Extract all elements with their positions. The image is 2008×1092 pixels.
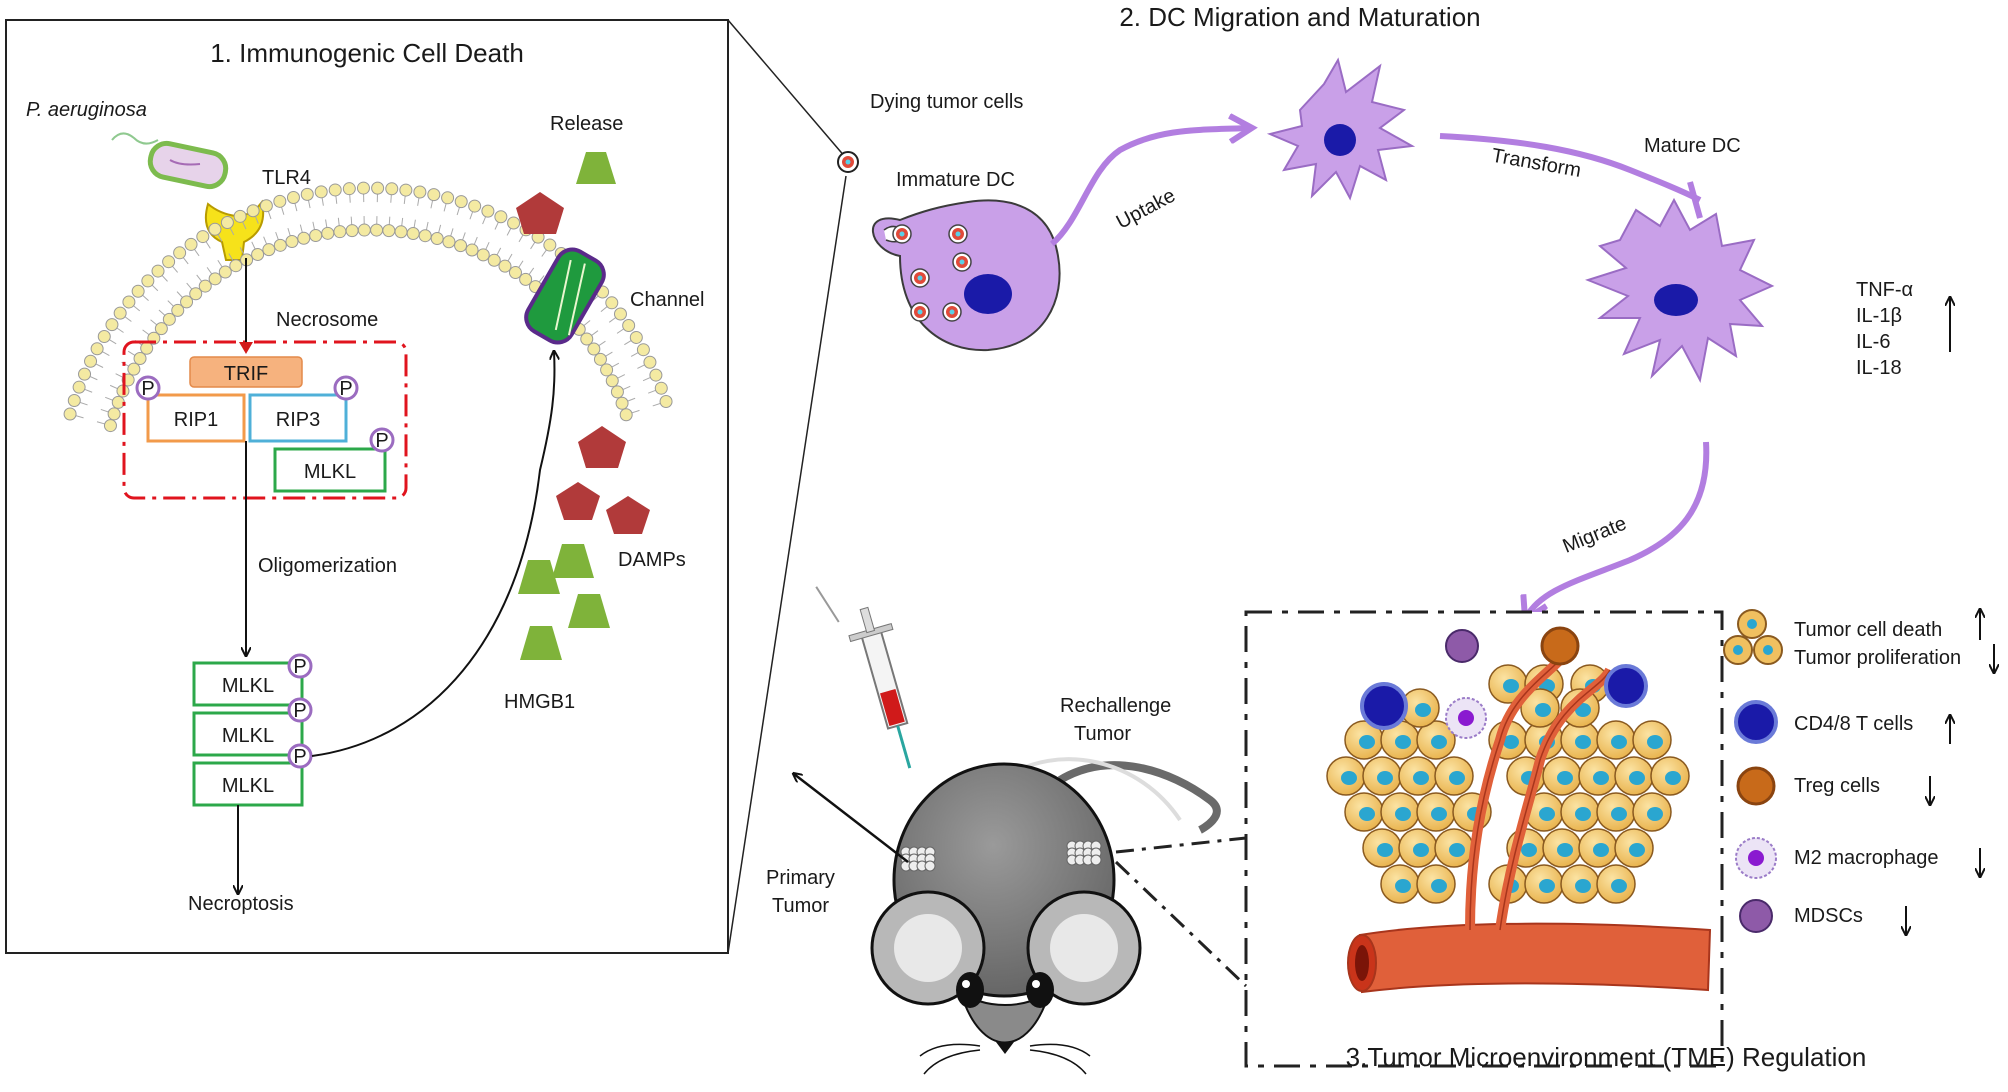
mature-dc-icon [1585,197,1775,383]
immature-dc-label: Immature DC [896,169,1015,191]
immature-dc-icon [871,199,1061,352]
rip3-label: RIP3 [276,409,320,431]
mlkl-necrosome-box [273,447,387,493]
panel3-title: 3.Tumor Microenvironment (TME) Regulatio… [1346,1042,1867,1072]
cell-membrane [63,181,673,433]
tme-immune-cells [1360,626,1648,739]
dc-icon [1266,57,1416,201]
necrosome-box [122,340,408,500]
svg-text:P: P [141,378,154,400]
cytokine-list: TNF-α IL-1β IL-6 IL-18 [1856,279,1913,379]
panel-dc-migration: 2. DC Migration and Maturation Dying tum… [870,2,1950,618]
membrane-channel-icon [524,247,606,345]
rechallenge-label-2: Tumor [1074,723,1131,745]
trif-box [189,356,303,388]
rip1-label: RIP1 [174,409,218,431]
rip1-box [146,393,246,443]
phospho-rip3: P [333,375,359,401]
syringe-icon [815,586,912,769]
legend-tumor-death: Tumor cell death [1794,619,1942,641]
panel1-title: 1. Immunogenic Cell Death [210,38,524,68]
mouse-icon [870,757,1221,1075]
legend-t-cells: CD4/8 T cells [1794,713,1913,735]
legend-m2: M2 macrophage [1794,847,1939,869]
primary-label-2: Tumor [772,895,829,917]
svg-text:P: P [293,746,306,768]
blood-vessel-icon [1347,656,1712,994]
hmgb1-label: HMGB1 [504,691,575,713]
panel2-title: 2. DC Migration and Maturation [1119,2,1480,32]
rip3-box [248,393,348,443]
svg-text:TNF-α: TNF-α [1856,279,1913,301]
mature-dc-label: Mature DC [1644,135,1741,157]
svg-text:P: P [339,378,352,400]
legend-mdsc: MDSCs [1794,905,1863,927]
legend-tumor-cell-icon [1723,609,1783,665]
legend-treg-icon [1736,766,1776,806]
mlkl-oligomer: MLKL MLKL MLKL P P P [192,653,313,807]
oligomerization-label: Oligomerization [258,555,397,577]
dying-cells-label: Dying tumor cells [870,91,1023,113]
svg-text:P: P [293,700,306,722]
phospho-mlkl-necrosome: P [369,427,395,453]
legend-m2-icon [1735,837,1777,879]
tlr4-label: TLR4 [262,167,311,189]
svg-text:P: P [293,656,306,678]
phospho-rip1: P [135,375,161,401]
svg-text:IL-1β: IL-1β [1856,305,1902,327]
hmgb1-icons [518,152,616,660]
svg-text:MLKL: MLKL [222,675,274,697]
dying-tumor-cell-marker [837,151,859,173]
migrate-label: Migrate [1560,512,1630,557]
primary-label-1: Primary [766,867,835,889]
legend-t-cell-icon [1734,700,1778,744]
svg-text:MLKL: MLKL [222,725,274,747]
damps-label: DAMPs [618,549,686,571]
bacterium-icon [111,132,229,190]
channel-label: Channel [630,289,705,311]
panel-tme-regulation: 3.Tumor Microenvironment (TME) Regulatio… [766,586,1994,1075]
uptake-label: Uptake [1113,185,1179,234]
svg-text:MLKL: MLKL [222,775,274,797]
necrosome-label: Necrosome [276,309,378,331]
svg-text:P: P [375,430,388,452]
svg-text:IL-6: IL-6 [1856,331,1890,353]
release-label: Release [550,113,623,135]
panel-immunogenic-cell-death: 1. Immunogenic Cell Death P. aeruginosa … [5,19,729,954]
mlkl-necrosome-label: MLKL [304,461,356,483]
svg-text:IL-18: IL-18 [1856,357,1902,379]
rechallenge-label-1: Rechallenge [1060,695,1171,717]
pathogen-label: P. aeruginosa [26,99,147,121]
legend-tumor-proliferation: Tumor proliferation [1794,647,1961,669]
necroptosis-label: Necroptosis [188,893,294,915]
tme-legend: Tumor cell death Tumor proliferation CD4… [1723,609,1994,934]
legend-treg: Treg cells [1794,775,1880,797]
trif-label: TRIF [224,363,268,385]
damps-icons [516,192,650,534]
legend-mdsc-icon [1739,899,1773,933]
